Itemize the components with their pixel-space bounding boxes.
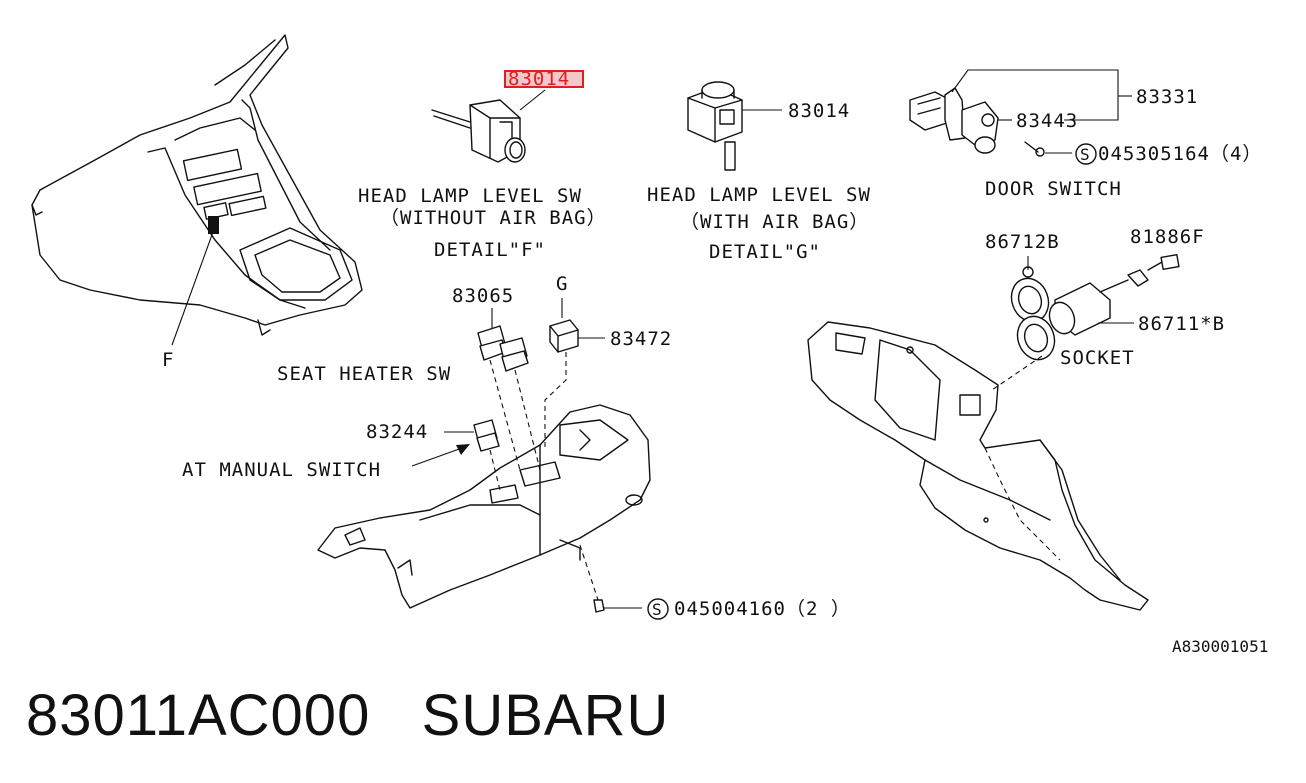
circled-s-icon-2	[647, 598, 669, 620]
diagram-ref-code: A830001051	[1172, 637, 1268, 656]
part-83331[interactable]: 83331	[1136, 86, 1198, 108]
footer-part-number: 83011AC000	[26, 683, 371, 748]
door-switch-assembly: S 045305164（4） 83331 83443 DOOR SWITCH	[909, 69, 1262, 200]
detail-g-label: DETAIL"G"	[709, 241, 821, 263]
circled-s-letter-2: S	[652, 600, 662, 619]
hl-w-airbag-title: HEAD LAMP LEVEL SW	[647, 184, 871, 206]
part-81886f[interactable]: 81886F	[1130, 226, 1205, 248]
bolt-045305164[interactable]: 045305164（4）	[1098, 143, 1262, 165]
footer-brand: SUBARU	[421, 683, 670, 748]
footer-caption: 83011AC000 SUBARU	[26, 682, 669, 749]
circled-s-icon	[1075, 143, 1097, 165]
seat-heater-switches: 83065 SEAT HEATER SW	[277, 285, 541, 471]
hl-w-airbag-subtitle: （WITH AIR BAG）	[680, 211, 869, 233]
part-83065[interactable]: 83065	[452, 285, 514, 307]
socket-label: SOCKET	[1060, 347, 1135, 369]
at-manual-switch: 83244 AT MANUAL SWITCH	[182, 419, 501, 491]
part-83244[interactable]: 83244	[366, 421, 428, 443]
head-lamp-level-switch-with-airbag: 83014 HEAD LAMP LEVEL SW （WITH AIR BAG） …	[647, 81, 871, 263]
part-86712b[interactable]: 86712B	[985, 231, 1060, 253]
part-83014[interactable]: 83014	[788, 100, 850, 122]
bolt-045004160[interactable]: 045004160（2 ）	[674, 598, 851, 620]
circled-s-letter: S	[1080, 145, 1090, 164]
head-lamp-level-switch-without-airbag: 83014 HEAD LAMP LEVEL SW （WITHOUT AIR BA…	[358, 68, 607, 261]
detail-f-label: DETAIL"F"	[434, 239, 546, 261]
part-83443[interactable]: 83443	[1016, 110, 1078, 132]
socket-assembly: 86712B 81886F 86711*B SOCKET	[985, 226, 1225, 391]
seat-heater-label: SEAT HEATER SW	[277, 363, 451, 385]
hl-wo-airbag-subtitle: （WITHOUT AIR BAG）	[380, 207, 607, 229]
dashboard-center-panel: F	[31, 34, 363, 371]
part-83472-switch: G 83472	[544, 273, 672, 450]
console-bolt: S 045004160（2 ）	[579, 544, 851, 620]
door-switch-label: DOOR SWITCH	[985, 178, 1122, 200]
center-console	[317, 404, 651, 609]
side-trim-panel	[807, 321, 1149, 611]
part-83014-highlighted[interactable]: 83014	[508, 68, 570, 90]
at-manual-label: AT MANUAL SWITCH	[182, 459, 381, 481]
label-g: G	[556, 273, 568, 295]
highlighted-part-box[interactable]	[504, 70, 584, 88]
part-86711b[interactable]: 86711*B	[1138, 313, 1225, 335]
arrow-icon	[456, 444, 470, 455]
hl-wo-airbag-title: HEAD LAMP LEVEL SW	[358, 185, 582, 207]
label-f: F	[162, 349, 174, 371]
part-83472[interactable]: 83472	[610, 328, 672, 350]
